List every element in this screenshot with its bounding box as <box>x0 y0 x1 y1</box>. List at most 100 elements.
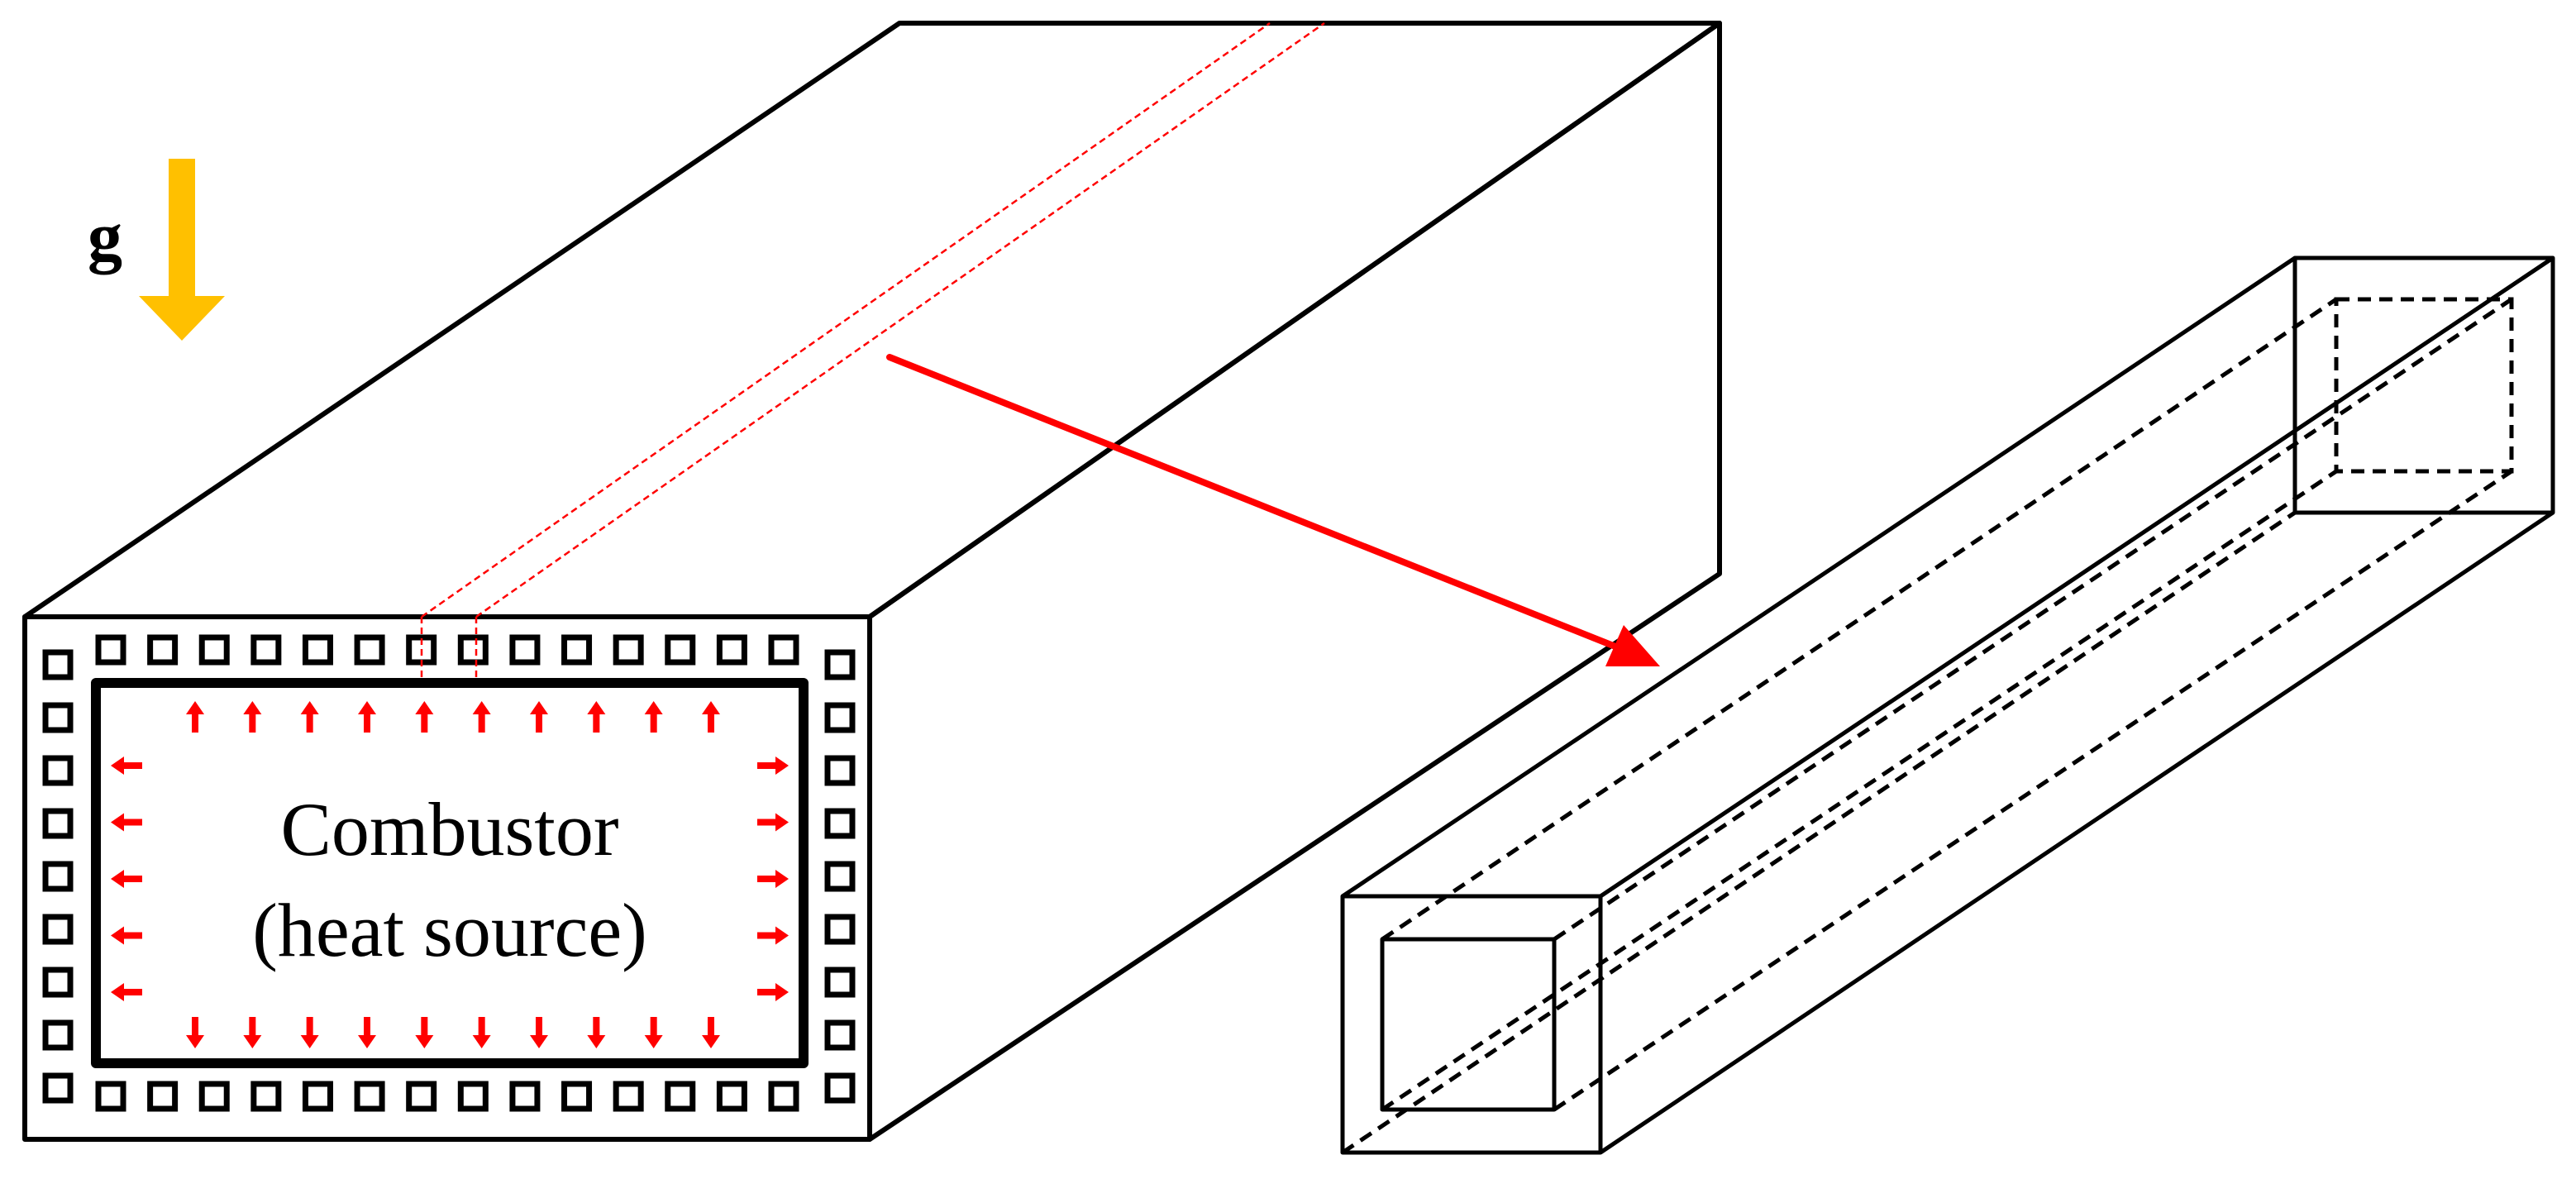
heat-arrow-up <box>472 701 491 733</box>
tube-top <box>198 634 230 666</box>
tube-left <box>42 755 74 786</box>
tube-hidden-edge-inner-3 <box>1553 469 2513 1112</box>
heat-arrow-down <box>530 1017 548 1048</box>
tube-hidden-edge-inner-2 <box>1381 469 2338 1112</box>
combustor-box <box>22 21 1722 1142</box>
heat-arrow-left <box>111 983 142 1001</box>
heat-arrow-up <box>358 701 376 733</box>
heat-arrow-left <box>111 813 142 832</box>
pointer-arrow-icon <box>886 354 1660 666</box>
tube-bottom <box>665 1081 696 1112</box>
heat-flux-arrows <box>111 701 789 1048</box>
tube-bottom <box>509 1081 541 1112</box>
tube-bottom <box>561 1081 593 1112</box>
tube-hidden-edge-inner-1 <box>1553 297 2513 942</box>
tube-top <box>613 634 644 666</box>
heat-arrow-right <box>757 870 789 888</box>
heat-arrow-up <box>702 701 720 733</box>
heat-arrow-up <box>587 701 606 733</box>
heat-arrow-up <box>300 701 319 733</box>
heat-arrow-up <box>415 701 434 733</box>
tube-bottom <box>613 1081 644 1112</box>
heat-arrow-down <box>186 1017 204 1048</box>
selection-line-left <box>421 21 1271 618</box>
tube-top <box>302 634 333 666</box>
heat-arrow-up <box>644 701 663 733</box>
box-side-face <box>867 21 1722 1142</box>
heat-arrow-down <box>472 1017 491 1048</box>
heat-arrow-down <box>644 1017 663 1048</box>
tube-bottom <box>768 1081 799 1112</box>
tube-left <box>42 1072 74 1104</box>
tube-right <box>824 702 856 733</box>
heat-arrow-right <box>757 983 789 1001</box>
tube-right <box>824 914 856 945</box>
tube-right <box>824 1019 856 1051</box>
tube-top <box>768 634 799 666</box>
heat-arrow-down <box>358 1017 376 1048</box>
tube-edge-top-right <box>1599 255 2555 899</box>
tube-left <box>42 649 74 680</box>
tube-right <box>824 1072 856 1104</box>
tube-bottom <box>250 1081 282 1112</box>
heat-arrow-up <box>186 701 204 733</box>
tube-hidden-lines <box>1341 297 2514 1155</box>
tube-near-inner <box>1380 937 1557 1112</box>
tube-far-inner <box>2334 297 2514 474</box>
tube-bottom <box>95 1081 126 1112</box>
heat-arrow-left <box>111 870 142 888</box>
heat-arrow-down <box>702 1017 720 1048</box>
heat-arrow-left <box>111 926 142 945</box>
tube-detail <box>1340 255 2555 1155</box>
tube-right <box>824 808 856 839</box>
heat-arrow-down <box>415 1017 434 1048</box>
tube-top <box>561 634 593 666</box>
tube-bottom <box>147 1081 179 1112</box>
tube-bottom <box>457 1081 489 1112</box>
heat-arrow-down <box>587 1017 606 1048</box>
selection-line-right <box>475 21 1325 618</box>
heat-arrow-down <box>300 1017 319 1048</box>
tube-bottom <box>198 1081 230 1112</box>
box-front-face <box>22 614 872 1142</box>
tube-bottom <box>716 1081 747 1112</box>
tube-edge-bottom-right <box>1599 510 2555 1155</box>
tube-top <box>665 634 696 666</box>
tube-edge-top-left <box>1341 255 2297 899</box>
tube-right <box>824 755 856 786</box>
heat-arrow-down <box>243 1017 262 1048</box>
tube-left <box>42 702 74 733</box>
box-top-face <box>22 21 1722 619</box>
combustor-title: Combustor <box>281 787 619 871</box>
selected-tube-highlight <box>420 21 1325 678</box>
gravity-arrow-icon <box>139 159 225 341</box>
heat-arrow-left <box>111 757 142 775</box>
tube-left <box>42 861 74 892</box>
heat-arrow-up <box>530 701 548 733</box>
tube-left <box>42 914 74 945</box>
tube-hidden-edge-inner-4 <box>1381 297 2338 942</box>
tube-top <box>354 634 385 666</box>
heat-arrow-right <box>757 813 789 832</box>
heat-arrow-up <box>243 701 262 733</box>
tube-bottom <box>302 1081 333 1112</box>
combustor-label: Combustor (heat source) <box>252 787 647 972</box>
heat-arrow-right <box>757 757 789 775</box>
heat-arrow-right <box>757 926 789 945</box>
tube-top <box>95 634 126 666</box>
tube-left <box>42 1019 74 1051</box>
tube-bottom <box>406 1081 437 1112</box>
combustor-subtitle: (heat source) <box>252 888 647 972</box>
tube-top <box>147 634 179 666</box>
tube-hidden-edge-outer <box>1341 510 2297 1155</box>
gravity-label: g <box>88 198 122 275</box>
tube-right <box>824 649 856 680</box>
tube-far-outer <box>2292 255 2555 515</box>
tube-bottom <box>354 1081 385 1112</box>
tube-top <box>250 634 282 666</box>
tube-array <box>42 634 856 1112</box>
combustor-inner-boundary <box>91 678 809 1068</box>
tube-near-outer <box>1340 894 1603 1155</box>
tube-top <box>716 634 747 666</box>
